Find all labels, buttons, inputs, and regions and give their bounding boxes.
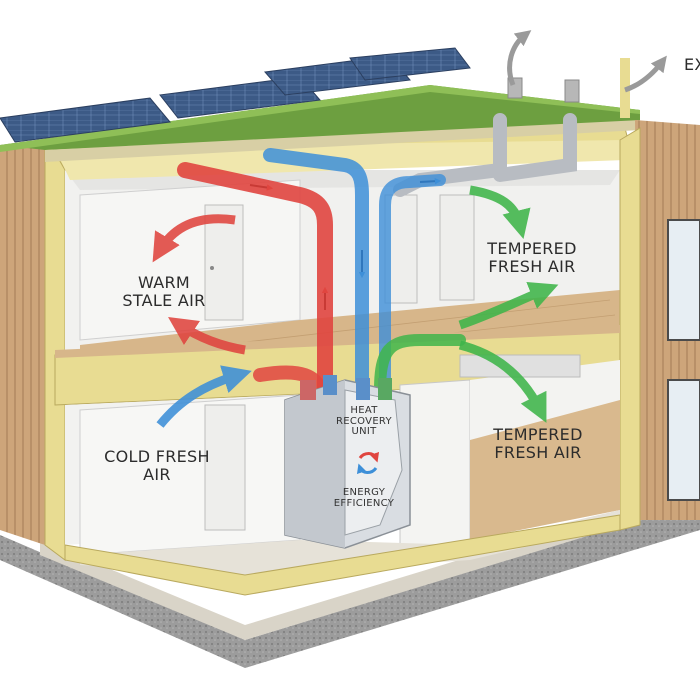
heat-recovery-unit — [284, 375, 411, 549]
cold-fresh-air-label: COLD FRESH AIR — [104, 447, 210, 484]
energy-efficiency-label: ENERGY EFFICIENCY — [333, 487, 395, 509]
green-roof — [0, 85, 640, 162]
tempered-air-ducts — [374, 334, 466, 396]
fresh-air-ducts — [263, 148, 446, 396]
solar-panels — [0, 47, 471, 143]
exhaust-label: EX — [684, 56, 700, 74]
right-building-wing — [619, 120, 700, 531]
tempered-fresh-air-upper-label: TEMPERED FRESH AIR — [487, 239, 577, 276]
warm-stale-air-label: WARM STALE AIR — [122, 273, 206, 310]
heat-recovery-unit-title: HEAT RECOVERY UNIT — [336, 405, 392, 437]
tempered-fresh-air-lower-label: TEMPERED FRESH AIR — [493, 425, 583, 462]
flow-arrows — [152, 30, 667, 428]
foundation — [0, 500, 700, 668]
